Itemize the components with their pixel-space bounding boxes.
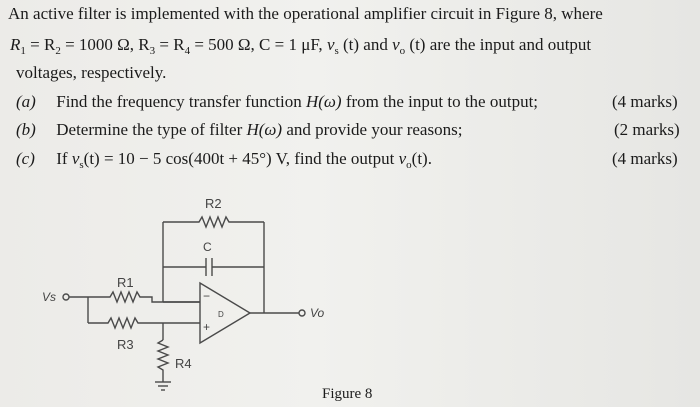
intro-line-1: An active filter is implemented with the… <box>8 4 603 23</box>
vs-label: Vs <box>42 290 56 304</box>
r2-wire <box>163 215 264 229</box>
part-c-marks: (4 marks) <box>612 149 678 168</box>
r1-label: R1 <box>117 275 134 290</box>
r3-label: R3 <box>117 337 134 352</box>
opamp-mark: D <box>218 310 224 319</box>
figure-caption: Figure 8 <box>322 386 373 402</box>
part-a-label: (a) <box>16 92 36 111</box>
intro-line-3: voltages, respectively. <box>16 63 167 82</box>
r4-label: R4 <box>175 356 192 371</box>
intro-line-2: R1 = R2 = 1000 Ω, R3 = R4 = 500 Ω, C = 1… <box>10 35 592 57</box>
plus-sign: + <box>203 320 210 334</box>
vs-terminal <box>62 293 70 301</box>
part-b-label: (b) <box>16 120 36 139</box>
minus-sign: − <box>203 289 210 303</box>
part-c-label: (c) <box>16 149 35 168</box>
r1-wire <box>69 290 200 304</box>
c-label: C <box>203 240 212 254</box>
r4-wire <box>156 339 170 382</box>
r2-label: R2 <box>205 196 222 211</box>
opamp-symbol <box>199 281 252 345</box>
vo-terminal <box>298 309 306 317</box>
part-c: (c) If vs(t) = 10 − 5 cos(400t + 45°) V,… <box>16 149 432 171</box>
part-b: (b) Determine the type of filter H(ω) an… <box>16 120 463 139</box>
part-a-marks: (4 marks) <box>612 92 678 111</box>
r3-wire <box>88 316 200 330</box>
part-b-marks: (2 marks) <box>614 120 680 139</box>
part-a: (a) Find the frequency transfer function… <box>16 92 539 111</box>
vo-label: Vo <box>310 306 325 320</box>
